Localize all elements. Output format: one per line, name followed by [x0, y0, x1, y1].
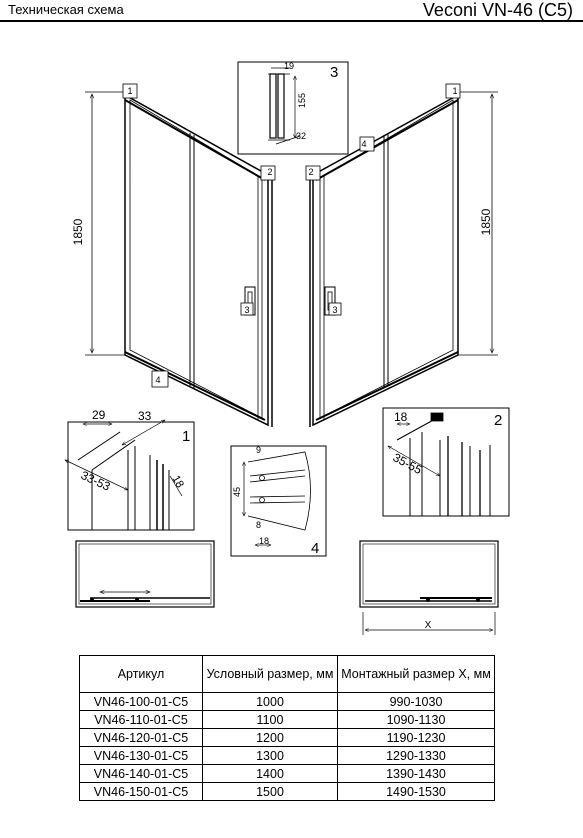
height-dimension-right	[458, 91, 498, 356]
callout-4-left: 4	[155, 375, 160, 385]
detail-4-dim-c: 8	[256, 520, 261, 530]
detail-1-label: 1	[182, 428, 190, 445]
cell-nominal: 1400	[202, 764, 338, 783]
callout-2-left: 2	[267, 167, 272, 177]
cell-nominal: 1200	[202, 728, 338, 747]
height-label-left: 1850	[71, 218, 85, 245]
cell-mounting: 1190-1230	[337, 728, 495, 747]
left-door-panel	[124, 93, 273, 427]
cell-nominal: 1500	[202, 782, 338, 801]
detail-3-dim-b: 155	[297, 93, 307, 108]
cell-mounting: 1290-1330	[337, 746, 495, 765]
detail-4-dim-b: 45	[232, 487, 242, 497]
detail-4-label: 4	[311, 540, 319, 557]
cell-nominal: 1000	[202, 692, 338, 711]
top-view-left	[75, 540, 215, 608]
right-door-panel	[309, 93, 459, 427]
detail-3-dim-c: 32	[296, 131, 306, 141]
detail-1-dim-b: 33	[138, 409, 152, 423]
callout-3-right: 3	[332, 305, 337, 315]
cell-mounting: 1090-1130	[337, 710, 495, 729]
detail-3-label: 3	[330, 64, 338, 81]
detail-1-dim-a: 29	[92, 408, 106, 422]
detail-1-corner	[65, 420, 195, 531]
callout-1-right: 1	[452, 86, 457, 96]
detail-2-dim-a: 18	[394, 410, 408, 424]
detail-4-guide	[230, 445, 327, 557]
header-nominal-size: Условный размер, мм	[202, 655, 338, 693]
specification-table: Артикул Условный размер, мм Монтажный ра…	[79, 655, 495, 801]
detail-2-dim-b: 35-55	[391, 450, 425, 477]
dimension-x-label: X	[425, 620, 432, 631]
table-row: VN46-130-01-C5 1300 1290-1330	[79, 746, 495, 765]
detail-4-dim-d: 18	[259, 536, 269, 546]
cell-mounting: 1490-1530	[337, 782, 495, 801]
model-name: Veconi VN-46 (C5)	[422, 0, 573, 20]
detail-3-handle	[237, 61, 349, 155]
top-view-right	[359, 540, 499, 635]
detail-1-dim-c: 33-53	[79, 468, 113, 494]
callout-3-left: 3	[244, 305, 249, 315]
table-row: VN46-110-01-C5 1100 1090-1130	[79, 710, 495, 729]
callout-1-left: 1	[127, 86, 132, 96]
cell-article: VN46-140-01-C5	[79, 764, 203, 783]
detail-2-label: 2	[494, 412, 502, 429]
cell-mounting: 990-1030	[337, 692, 495, 711]
cell-article: VN46-150-01-C5	[79, 782, 203, 801]
header-article: Артикул	[79, 655, 203, 693]
table-row: VN46-100-01-C5 1000 990-1030	[79, 692, 495, 711]
header-divider	[0, 20, 583, 22]
cell-mounting: 1390-1430	[337, 764, 495, 783]
cell-nominal: 1300	[202, 746, 338, 765]
height-label-right: 1850	[479, 208, 493, 235]
cell-article: VN46-130-01-C5	[79, 746, 203, 765]
document-title: Техническая схема	[8, 2, 124, 17]
header-mounting-size: Монтажный размер X, мм	[337, 655, 495, 693]
table-header-row: Артикул Условный размер, мм Монтажный ра…	[79, 655, 495, 693]
callout-4-right: 4	[361, 139, 366, 149]
cell-article: VN46-100-01-C5	[79, 692, 203, 711]
cell-article: VN46-120-01-C5	[79, 728, 203, 747]
cell-nominal: 1100	[202, 710, 338, 729]
table-row: VN46-150-01-C5 1500 1490-1530	[79, 782, 495, 801]
callout-markers	[122, 83, 461, 388]
table-row: VN46-120-01-C5 1200 1190-1230	[79, 728, 495, 747]
detail-3-dim-a: 19	[284, 61, 294, 71]
cell-article: VN46-110-01-C5	[79, 710, 203, 729]
detail-4-dim-a: 9	[256, 445, 261, 455]
detail-2-edge	[382, 407, 510, 517]
detail-1-dim-d: 18	[169, 474, 186, 491]
callout-2-right: 2	[308, 167, 313, 177]
table-row: VN46-140-01-C5 1400 1390-1430	[79, 764, 495, 783]
height-dimension-left	[85, 91, 125, 356]
